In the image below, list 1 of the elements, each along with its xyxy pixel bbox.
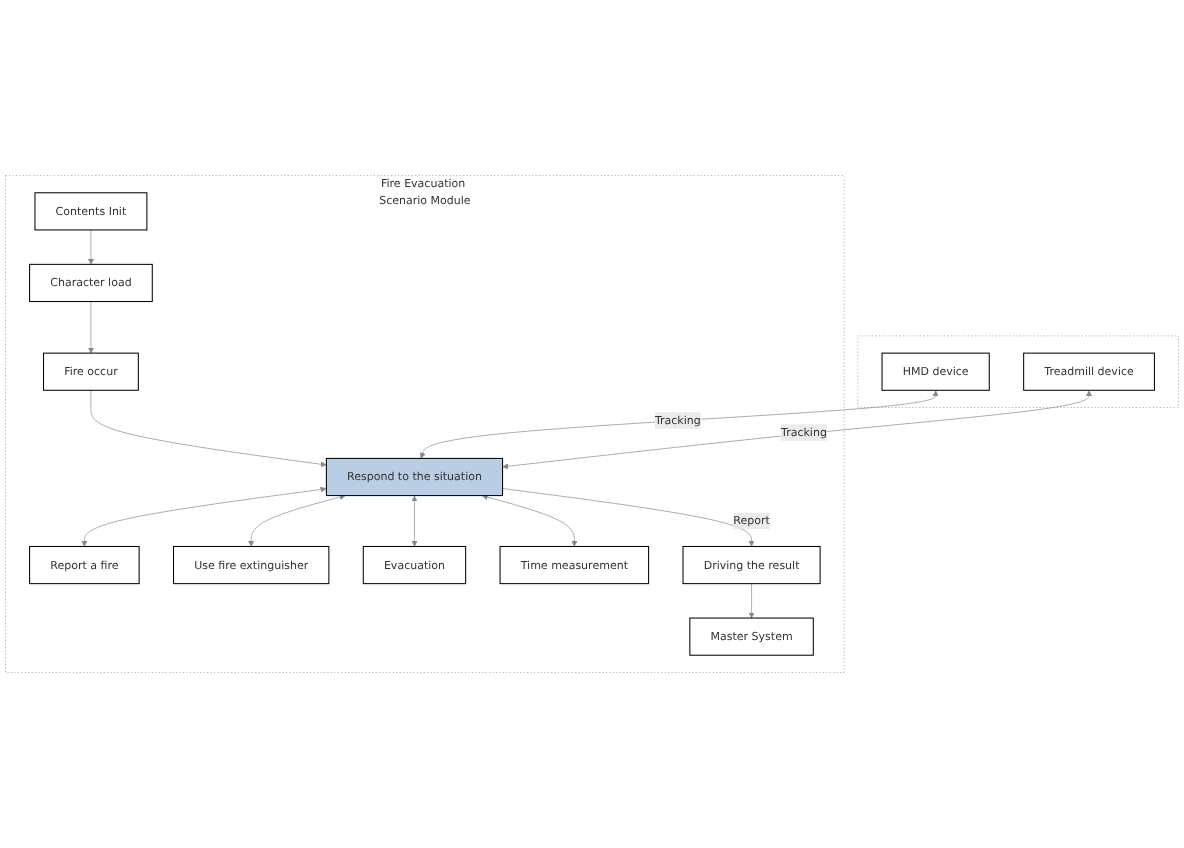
cluster [857, 335, 1179, 408]
